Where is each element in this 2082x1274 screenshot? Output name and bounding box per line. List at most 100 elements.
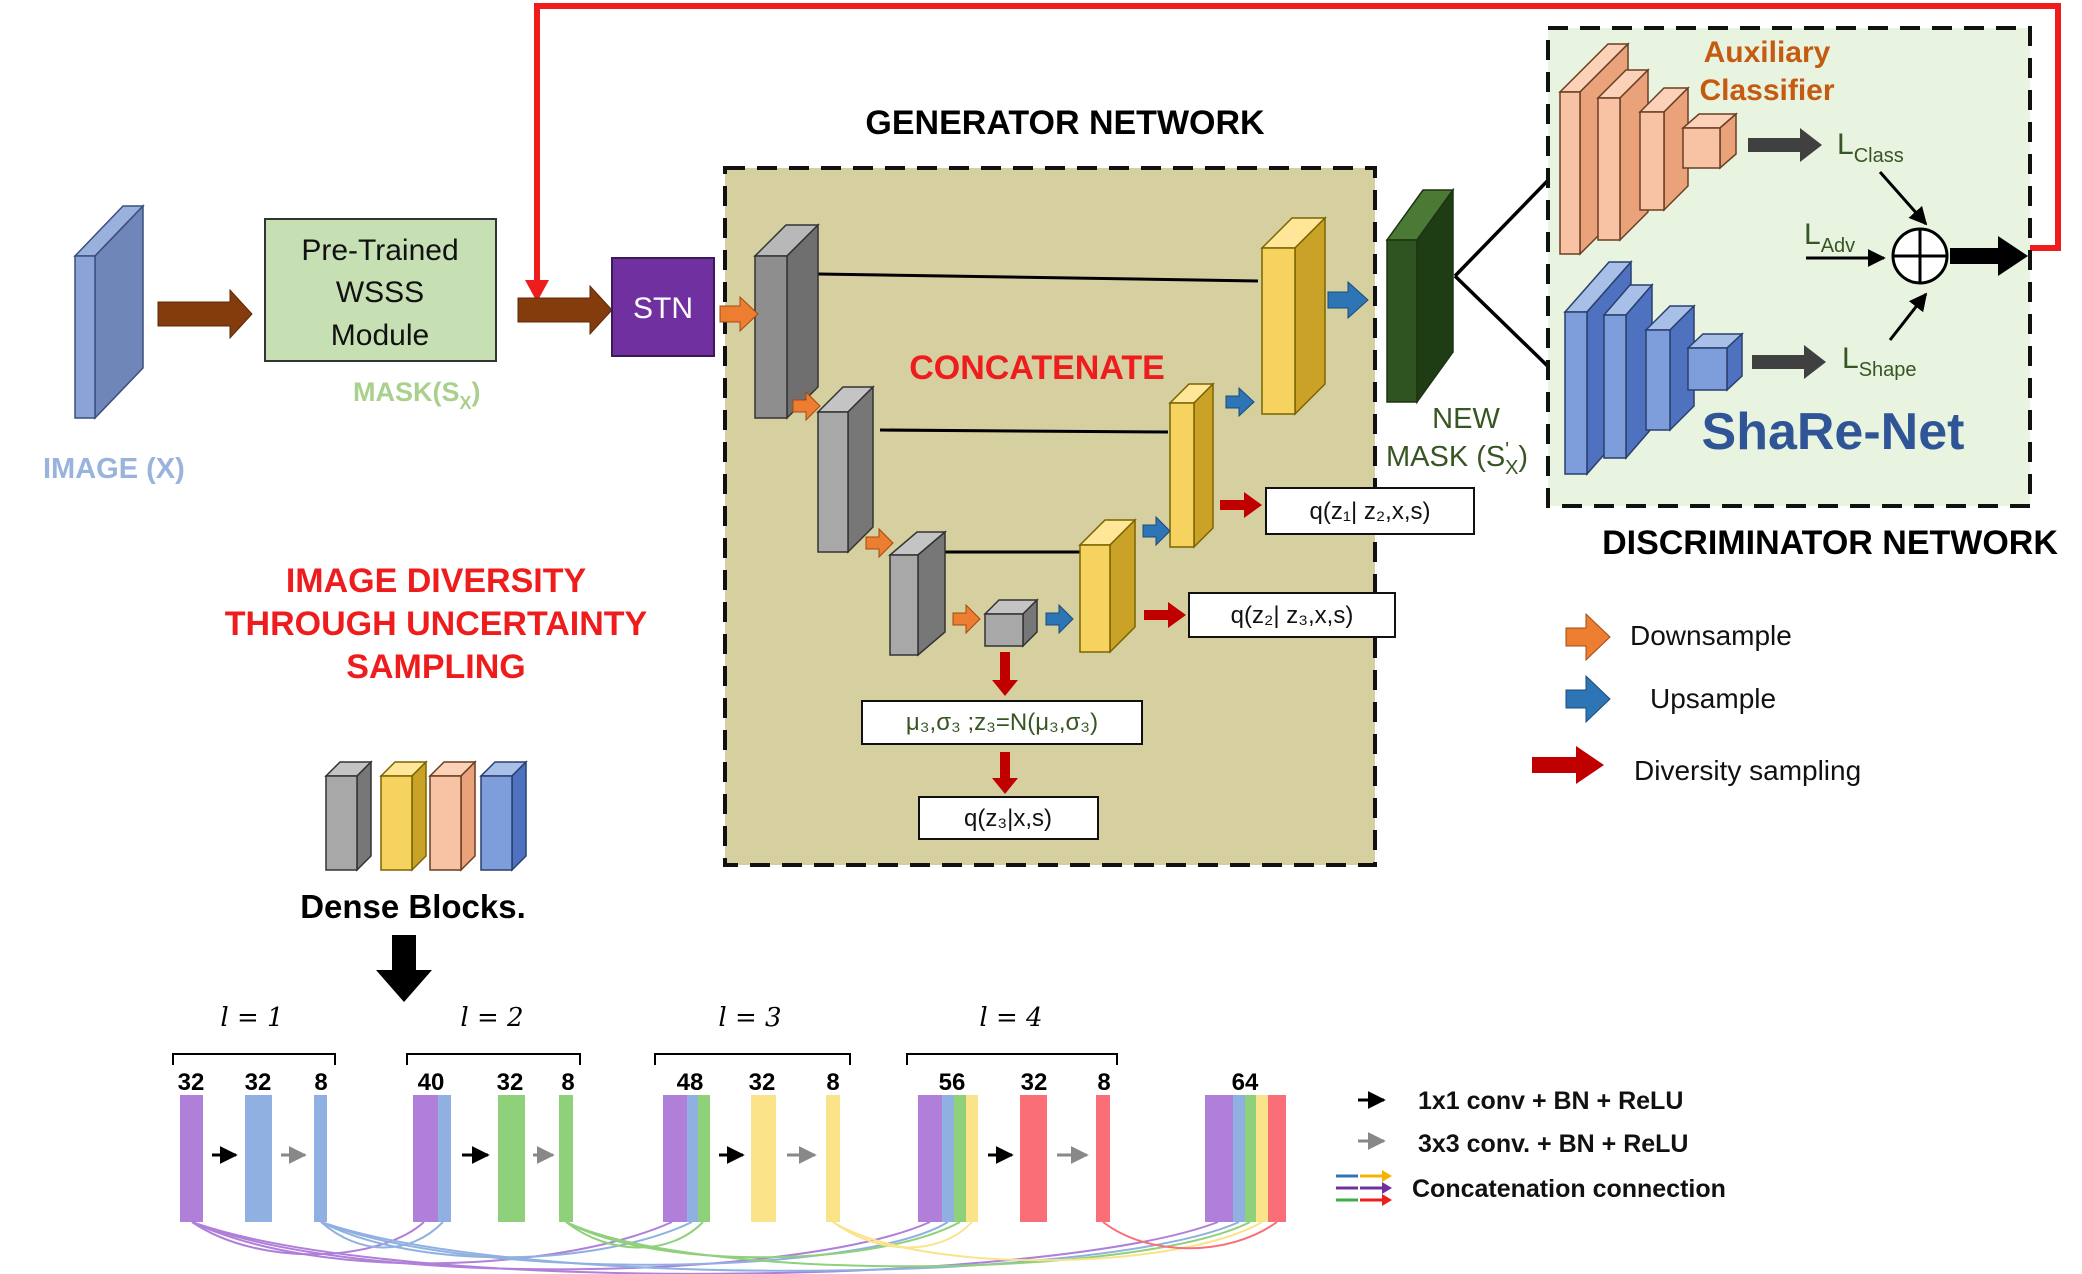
upsample-legend-icon: [1565, 674, 1611, 724]
mask-label-sub: X: [460, 393, 472, 413]
channel-count: 8: [561, 1069, 574, 1096]
legend-conv1x1: 1x1 conv + BN + ReLU: [1418, 1087, 1683, 1115]
encoder-block-1: [753, 223, 820, 420]
image-label: IMAGE (X): [43, 453, 185, 485]
formula-q-z2-box: [1188, 592, 1396, 638]
channel-count: 32: [1021, 1069, 1048, 1096]
wsss-module-box: [264, 218, 497, 362]
loss-shape-main: L: [1842, 342, 1859, 375]
layer-label: l = 2: [460, 1003, 523, 1033]
channel-count: 64: [1232, 1069, 1259, 1096]
feature-bar: [1245, 1095, 1256, 1222]
mask-label: MASK(SX): [353, 377, 481, 413]
encoder-block-3: [887, 530, 948, 657]
shape-output-arrow-icon: [1752, 345, 1826, 379]
loss-shape-label: LShape: [1842, 342, 1917, 381]
skip-connection-2: [879, 428, 1169, 434]
brown-arrow-icon: [517, 284, 613, 336]
shape-block-4: [1686, 332, 1744, 392]
downsample-arrow-icon: [792, 390, 821, 422]
concatenate-label: CONCATENATE: [909, 349, 1165, 387]
upsample-arrow-icon: [1142, 515, 1171, 547]
diversity-title-line3: SAMPLING: [346, 648, 525, 686]
dense-block-gray: [324, 760, 373, 872]
loss-class-sub: Class: [1854, 145, 1904, 167]
channel-count: 56: [939, 1069, 966, 1096]
formula-q-z1: q(z₁| z₂,x,s): [1310, 498, 1431, 525]
feature-bar: [942, 1095, 954, 1222]
classifier-output-arrow-icon: [1748, 128, 1822, 162]
channel-count: 32: [178, 1069, 205, 1096]
formula-q-z3: q(z₃|x,s): [964, 805, 1052, 832]
dense-block-yellow: [379, 760, 428, 872]
stn-box: [611, 257, 715, 357]
feature-bar: [918, 1095, 942, 1222]
feature-bar: [1233, 1095, 1245, 1222]
sharenet-label: ShaRe-Net: [1702, 403, 1965, 461]
feature-bar: [245, 1095, 272, 1222]
feature-bar: [698, 1095, 710, 1222]
total-loss-arrow-icon: [1950, 236, 2028, 276]
loss-adv-main: L: [1804, 218, 1821, 251]
legend-downsample: Downsample: [1630, 620, 1792, 651]
layer-bracket-2: [406, 1053, 581, 1065]
layer-bracket-1: [172, 1053, 336, 1065]
feature-bar: [954, 1095, 966, 1222]
legend-concatenation: Concatenation connection: [1412, 1175, 1726, 1203]
legend-diversity-sampling: Diversity sampling: [1634, 755, 1861, 786]
feature-bar: [1205, 1095, 1233, 1222]
channel-count: 8: [826, 1069, 839, 1096]
classifier-block-3: [1638, 86, 1690, 212]
skip-connection-1: [817, 272, 1259, 283]
down-arrow-icon: [376, 935, 432, 1002]
diversity-arrow-icon: [992, 652, 1018, 696]
channel-count: 32: [497, 1069, 524, 1096]
feature-bar: [314, 1095, 327, 1222]
feature-bar: [498, 1095, 525, 1222]
new-mask-label-sub: X: [1505, 457, 1518, 479]
stn-label: STN: [633, 292, 693, 325]
feature-bar: [966, 1095, 978, 1222]
diversity-legend-icon: [1532, 746, 1604, 784]
encoder-block-2: [816, 385, 875, 554]
wsss-label-line2: WSSS: [336, 276, 424, 309]
wsss-label-line1: Pre-Trained: [301, 234, 458, 267]
mask-to-shape-line: [1453, 274, 1564, 382]
layer-label: l = 4: [979, 1003, 1042, 1033]
class-to-sum-arrow: [1878, 171, 1928, 226]
upsample-arrow-icon: [1225, 386, 1255, 418]
dense-blocks-label: Dense Blocks.: [300, 888, 526, 925]
shape-block-2: [1602, 282, 1654, 461]
legend-conv3x3: 3x3 conv. + BN + ReLU: [1418, 1130, 1688, 1158]
new-mask-label-line1: NEW: [1432, 403, 1500, 435]
decoder-block-1: [1260, 216, 1327, 416]
loss-adv-label: LAdv: [1804, 218, 1855, 257]
channel-count: 48: [677, 1069, 704, 1096]
diversity-arrow-icon: [992, 752, 1018, 794]
downsample-arrow-icon: [719, 295, 759, 333]
wsss-label-line3: Module: [331, 319, 429, 352]
loss-adv-sub: Adv: [1821, 235, 1855, 257]
formula-mu-sigma-box: [861, 700, 1143, 745]
layer-label: l = 3: [718, 1003, 781, 1033]
feature-bar: [1020, 1095, 1047, 1222]
shape-block-3: [1644, 304, 1696, 432]
concatenation-legend-icon: [1336, 1170, 1392, 1206]
layer-bracket-3: [654, 1053, 851, 1065]
diversity-title-line2: THROUGH UNCERTAINTY: [225, 605, 648, 643]
loss-class-label: LClass: [1837, 128, 1904, 167]
formula-mu-sigma: μ₃,σ₃ ;z₃=N(μ₃,σ₃): [906, 709, 1098, 736]
new-mask-label-sup: ': [1505, 439, 1509, 461]
upsample-arrow-icon: [1045, 603, 1074, 635]
loss-class-main: L: [1837, 128, 1854, 161]
channel-count: 32: [749, 1069, 776, 1096]
feature-bar: [1268, 1095, 1286, 1222]
layer-bracket-4: [906, 1053, 1118, 1065]
decoder-block-3: [1078, 518, 1137, 654]
brown-arrow-icon: [157, 288, 253, 340]
new-mask-label-prefix: MASK (S: [1386, 441, 1505, 473]
new-mask-block: [1385, 187, 1455, 405]
mask-to-classifier-line: [1453, 168, 1560, 278]
feature-bar: [1096, 1095, 1110, 1222]
